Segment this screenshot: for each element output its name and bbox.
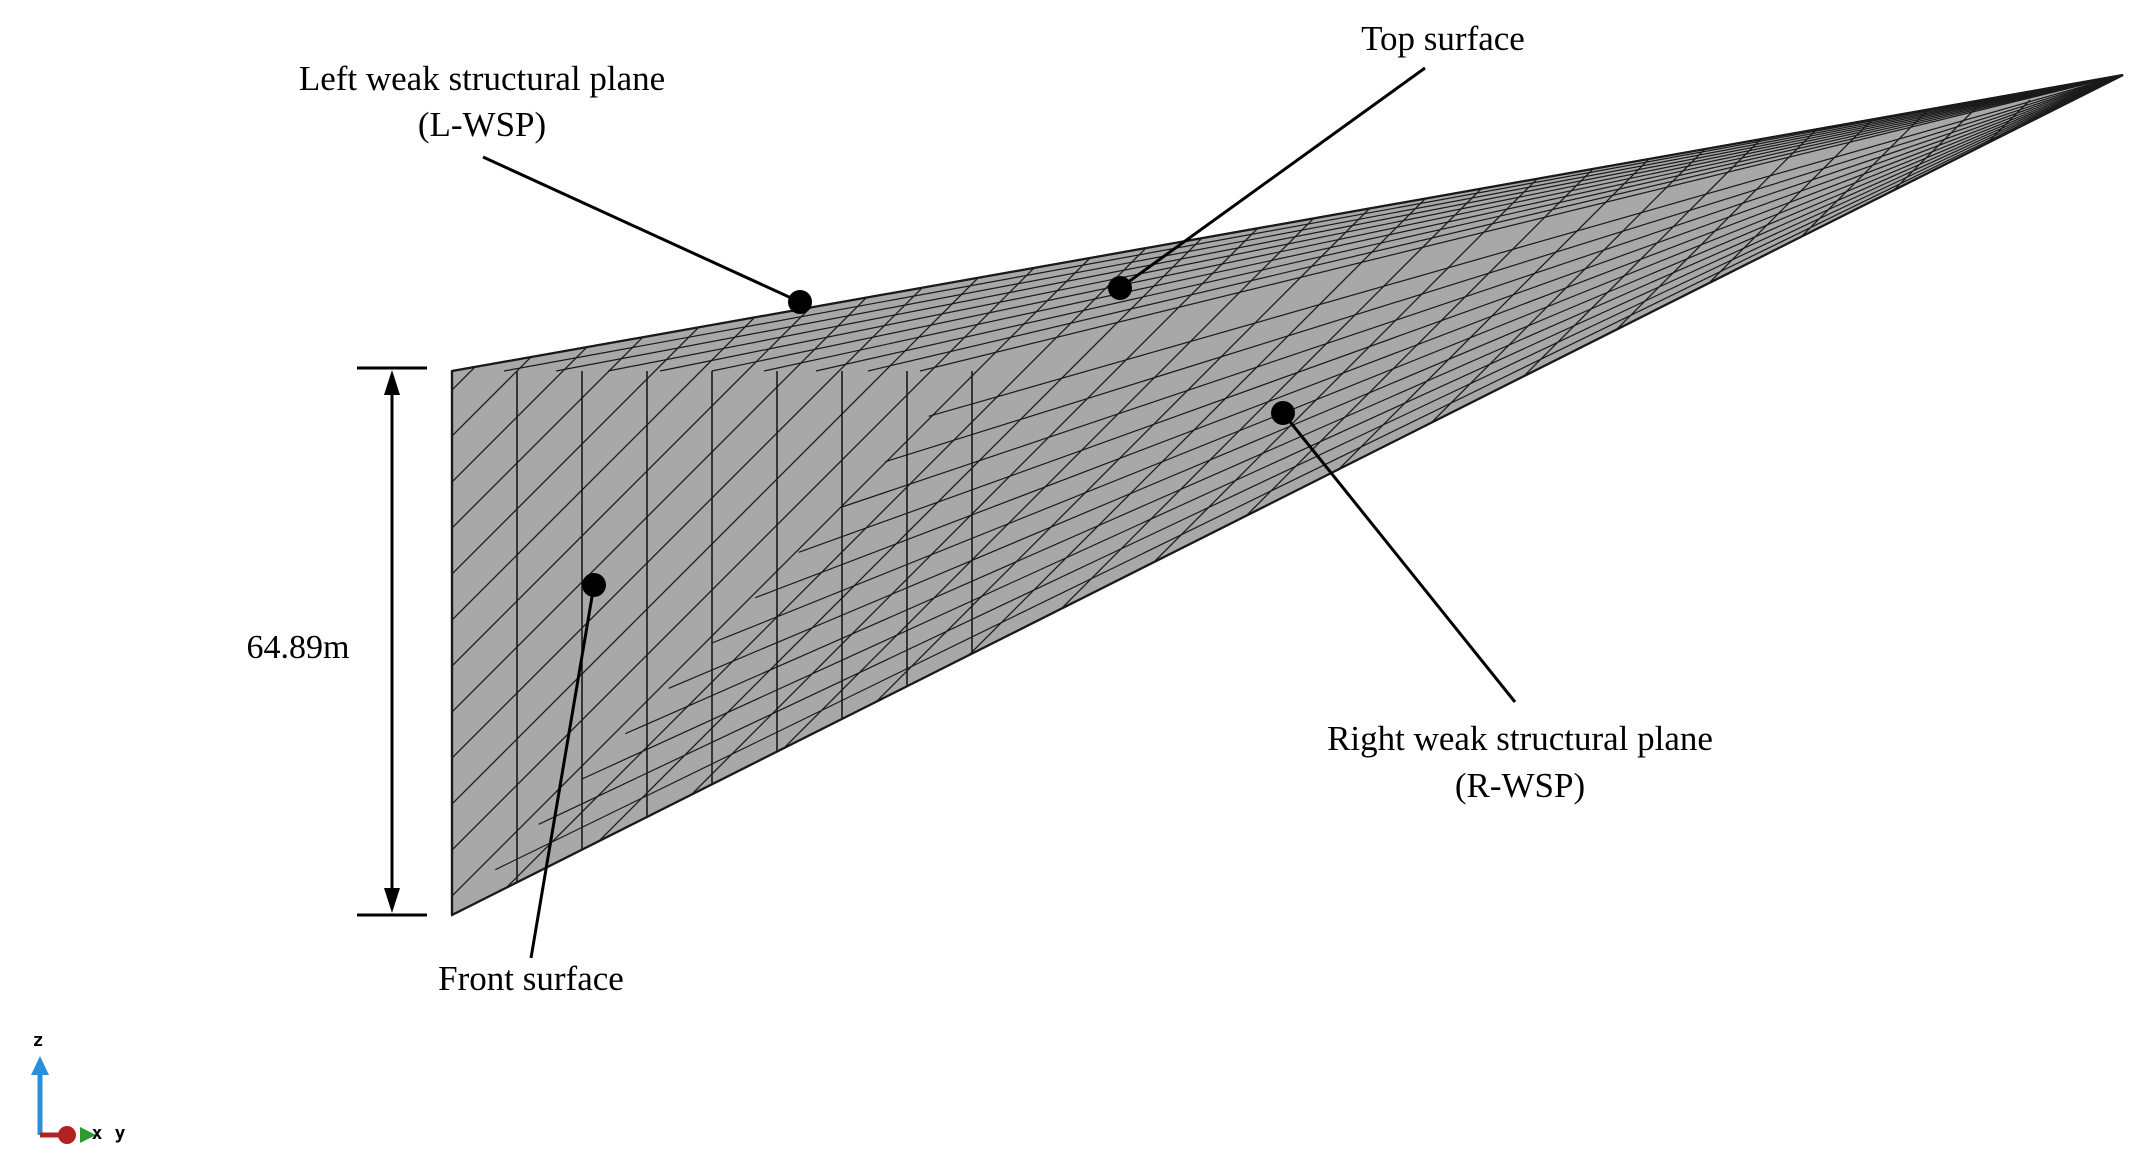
annotation-labels: Left weak structural plane (L-WSP) Top s… <box>299 19 1713 998</box>
mesh-side-longitudinal <box>711 74 2124 644</box>
mesh-side-longitudinal <box>928 74 2124 417</box>
label-front-surface: Front surface <box>438 959 624 998</box>
triad-z-arrow-icon <box>31 1056 49 1075</box>
marker-left-plane <box>788 290 812 314</box>
mesh-diagonal <box>452 99 513 915</box>
leader-top-surface <box>1119 66 1426 290</box>
triad-x-label: x <box>92 1123 103 1144</box>
mesh-diagonal <box>1865 99 2123 915</box>
leader-lines <box>482 66 1517 959</box>
triad-y-arrow-icon <box>80 1127 96 1143</box>
mesh-diagonal <box>2049 99 2123 915</box>
mesh-side-longitudinal <box>885 74 2124 463</box>
mesh-diagonal <box>0 100 52 1000</box>
mesh-top-longitudinal <box>815 74 2124 372</box>
marker-front-surface <box>582 573 606 597</box>
mesh-diagonal <box>1957 99 2123 915</box>
marker-right-plane <box>1271 401 1295 425</box>
mesh-side-longitudinal <box>581 74 2124 780</box>
coordinate-triad: z x y <box>31 1030 126 1144</box>
mesh-side-longitudinal <box>668 74 2124 689</box>
mesh-diagonal <box>0 100 420 1000</box>
leader-front-surface <box>529 584 596 959</box>
mesh-diagonal <box>2095 99 2123 915</box>
mesh-side-longitudinal <box>755 74 2124 599</box>
wedge-mesh-model <box>0 73 2146 1000</box>
triad-x-marker-icon <box>58 1126 76 1144</box>
mesh-side-longitudinal <box>625 74 2124 735</box>
top-edge <box>451 73 2124 373</box>
label-left-plane-line1: Left weak structural plane <box>299 59 665 98</box>
mesh-side-longitudinal <box>495 74 2124 871</box>
mesh-diagonal <box>0 100 6 1000</box>
leader-right-plane <box>1281 412 1517 703</box>
mesh-side-longitudinal <box>841 74 2124 508</box>
dimension-arrow-down <box>384 888 400 913</box>
label-top-surface: Top surface <box>1361 19 1525 58</box>
mesh-side-longitudinal <box>538 74 2124 825</box>
mesh-diagonal <box>452 99 1295 915</box>
triad-y-label: y <box>115 1123 126 1144</box>
mesh-side-longitudinal <box>798 74 2124 553</box>
label-right-plane-line1: Right weak structural plane <box>1327 719 1713 758</box>
mesh-diagonal <box>452 99 467 915</box>
bottom-edge <box>451 74 2124 916</box>
mesh-diagonal <box>1773 99 2123 915</box>
label-left-plane-line2: (L-WSP) <box>418 105 546 144</box>
mesh-top-longitudinal <box>503 74 2124 372</box>
mesh-diagonal <box>0 100 236 1000</box>
mesh-diagonal <box>0 100 328 1000</box>
mesh-top-longitudinal <box>919 74 2124 372</box>
height-dimension-label: 64.89m <box>247 629 350 666</box>
marker-top-surface <box>1108 276 1132 300</box>
leader-left-plane <box>482 155 801 304</box>
triad-z-label: z <box>33 1030 44 1051</box>
label-right-plane-line2: (R-WSP) <box>1455 766 1585 805</box>
mesh-diagonal <box>1819 99 2123 915</box>
mesh-top-longitudinal <box>555 74 2124 372</box>
mesh-diagonal <box>0 100 98 1000</box>
mesh-diagonal <box>1911 99 2123 915</box>
mesh-diagonal <box>2142 100 2146 1000</box>
mesh-top-longitudinal <box>763 74 2124 372</box>
mesh-diagonal <box>0 100 374 1000</box>
mesh-diagonal <box>2003 99 2123 915</box>
dimension-arrow-up <box>384 370 400 395</box>
mesh-diagonal <box>0 100 144 1000</box>
height-dimension: 64.89m <box>247 366 427 917</box>
mesh-diagonal <box>0 100 282 1000</box>
mesh-top-longitudinal <box>607 74 2124 372</box>
mesh-top-longitudinal <box>711 74 2124 372</box>
mesh-top-longitudinal <box>659 74 2124 372</box>
mesh-diagonal <box>0 100 190 1000</box>
